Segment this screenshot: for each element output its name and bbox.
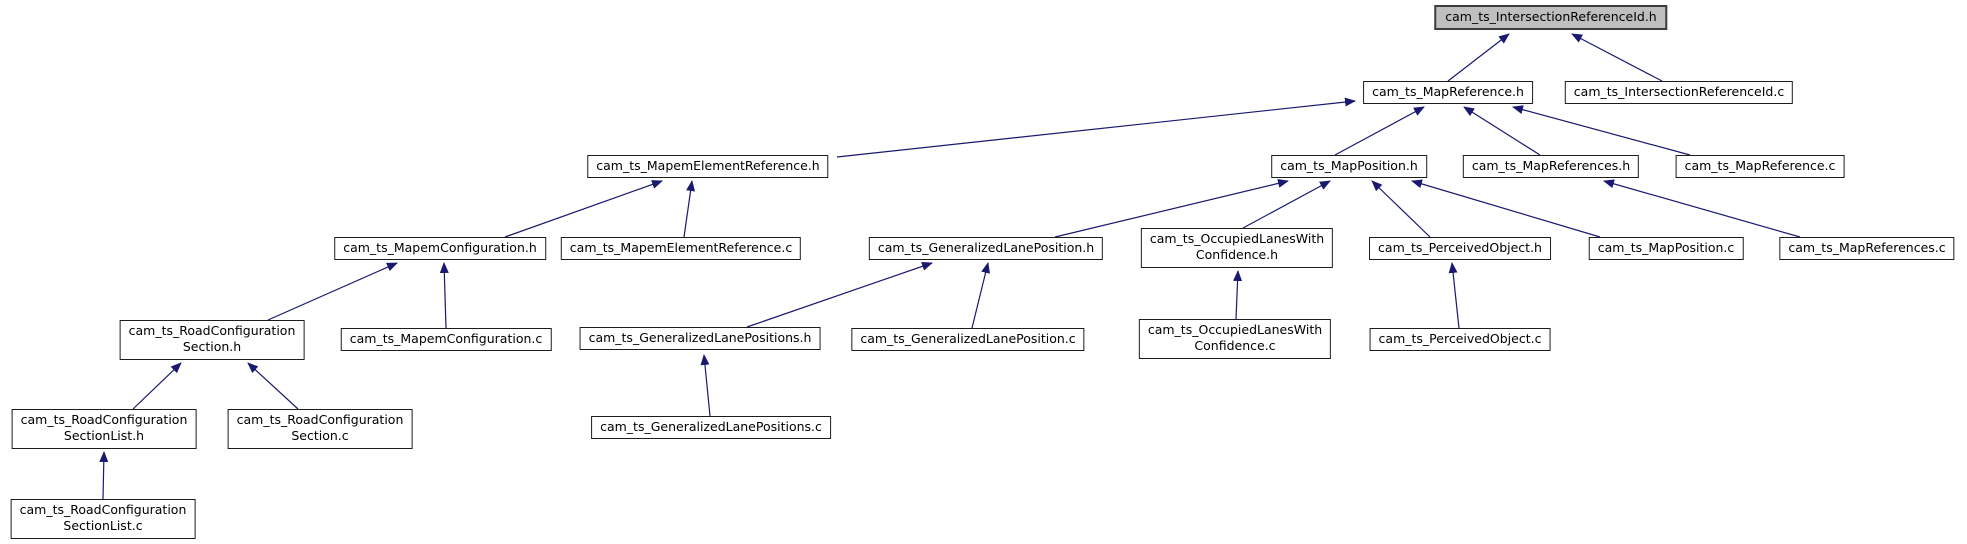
node-road-configuration-section-h[interactable]: cam_ts_RoadConfiguration Section.h [119, 320, 305, 360]
edge-occupied-lanes-with-confidence-h--map-position-h [1242, 180, 1331, 229]
edge-occupied-lanes-with-confidence-c--occupied-lanes-with-confidence-h [1233, 270, 1243, 320]
node-generalized-lane-positions-c[interactable]: cam_ts_GeneralizedLanePositions.c [591, 416, 831, 440]
node-intersection-reference-id-c[interactable]: cam_ts_IntersectionReferenceId.c [1564, 81, 1794, 105]
node-mapem-configuration-h[interactable]: cam_ts_MapemConfiguration.h [334, 237, 546, 261]
edge-perceived-object-h--map-position-h [1371, 180, 1431, 238]
node-perceived-object-h[interactable]: cam_ts_PerceivedObject.h [1369, 237, 1551, 261]
node-occupied-lanes-with-confidence-c[interactable]: cam_ts_OccupiedLanesWith Confidence.c [1138, 319, 1332, 359]
edge-road-configuration-section-c--road-configuration-section-h [247, 362, 299, 410]
node-map-reference-h[interactable]: cam_ts_MapReference.h [1363, 81, 1533, 105]
node-map-references-h[interactable]: cam_ts_MapReferences.h [1462, 155, 1640, 179]
node-map-position-c[interactable]: cam_ts_MapPosition.c [1588, 237, 1744, 261]
node-road-configuration-section-c[interactable]: cam_ts_RoadConfiguration Section.c [227, 409, 413, 449]
node-map-references-c[interactable]: cam_ts_MapReferences.c [1779, 237, 1955, 261]
edge-road-configuration-section-list-c--road-configuration-section-list-h [99, 451, 109, 500]
edge-map-references-c--map-references-h [1603, 179, 1801, 238]
node-generalized-lane-position-h[interactable]: cam_ts_GeneralizedLanePosition.h [868, 237, 1104, 261]
node-intersection-reference-id-h[interactable]: cam_ts_IntersectionReferenceId.h [1434, 5, 1668, 31]
edge-road-configuration-section-list-h--road-configuration-section-h [132, 362, 182, 410]
node-mapem-element-reference-h[interactable]: cam_ts_MapemElementReference.h [587, 155, 829, 179]
edge-map-reference-h--intersection-reference-id-h [1447, 33, 1510, 82]
edge-perceived-object-c--perceived-object-h [1448, 262, 1460, 329]
node-mapem-configuration-c[interactable]: cam_ts_MapemConfiguration.c [340, 328, 552, 352]
node-perceived-object-c[interactable]: cam_ts_PerceivedObject.c [1369, 328, 1551, 352]
node-mapem-element-reference-c[interactable]: cam_ts_MapemElementReference.c [560, 237, 802, 261]
edge-map-position-c--map-position-h [1411, 179, 1601, 238]
node-map-position-h[interactable]: cam_ts_MapPosition.h [1271, 155, 1427, 179]
node-map-reference-c[interactable]: cam_ts_MapReference.c [1675, 155, 1845, 179]
edge-mapem-element-reference-h--map-reference-h [836, 97, 1356, 158]
edge-map-references-h--map-reference-h [1463, 106, 1541, 156]
node-occupied-lanes-with-confidence-h[interactable]: cam_ts_OccupiedLanesWith Confidence.h [1140, 228, 1334, 268]
edge-mapem-configuration-h--mapem-element-reference-h [504, 180, 663, 238]
edge-map-reference-c--map-reference-h [1512, 105, 1691, 156]
edge-map-position-h--map-reference-h [1334, 106, 1425, 156]
edge-road-configuration-section-h--mapem-configuration-h [267, 262, 398, 321]
edge-generalized-lane-positions-c--generalized-lane-positions-h [700, 354, 711, 417]
node-generalized-lane-position-c[interactable]: cam_ts_GeneralizedLanePosition.c [851, 328, 1085, 352]
edge-mapem-configuration-c--mapem-configuration-h [439, 262, 449, 329]
edge-intersection-reference-id-c--intersection-reference-id-h [1571, 33, 1663, 82]
node-generalized-lane-positions-h[interactable]: cam_ts_GeneralizedLanePositions.h [579, 327, 821, 351]
node-road-configuration-section-list-c[interactable]: cam_ts_RoadConfiguration SectionList.c [10, 499, 196, 539]
node-road-configuration-section-list-h[interactable]: cam_ts_RoadConfiguration SectionList.h [11, 409, 197, 449]
edge-generalized-lane-position-c--generalized-lane-position-h [971, 262, 990, 329]
edge-generalized-lane-positions-h--generalized-lane-position-h [746, 262, 933, 328]
edge-mapem-element-reference-c--mapem-element-reference-h [683, 180, 696, 238]
